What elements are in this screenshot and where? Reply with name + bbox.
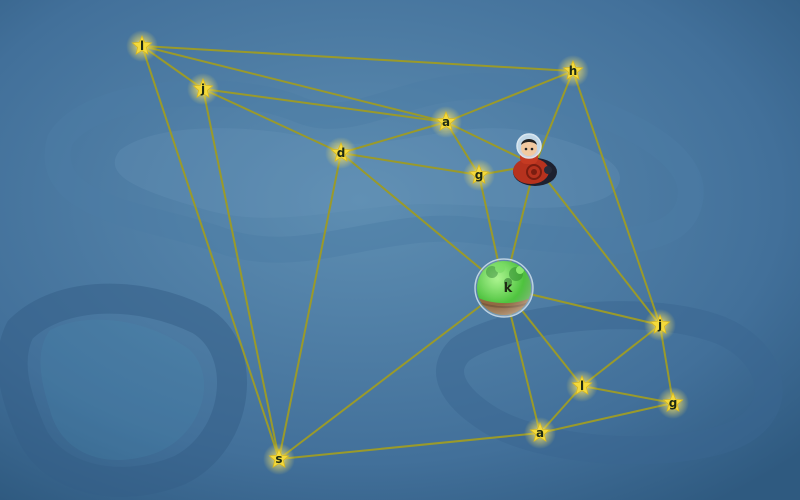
edge-n2-n5 bbox=[202, 88, 342, 154]
edge-k-n11 bbox=[278, 287, 505, 460]
star-node-l-1[interactable]: l bbox=[126, 30, 158, 62]
edge-n3-ship bbox=[534, 70, 574, 166]
star-node-j-7[interactable]: j bbox=[644, 309, 676, 341]
edge-n5-n6 bbox=[340, 152, 480, 176]
star-node-d-5[interactable]: d bbox=[325, 137, 357, 169]
star-icon bbox=[571, 374, 593, 395]
star-node-l-8[interactable]: l bbox=[566, 370, 598, 402]
astronaut-ladybug-icon[interactable] bbox=[513, 133, 557, 186]
edge-ship-n7 bbox=[534, 164, 661, 326]
star-icon bbox=[192, 77, 214, 98]
star-icon bbox=[649, 313, 671, 334]
planet-k[interactable]: k bbox=[474, 258, 534, 318]
edge-n3-n7 bbox=[572, 70, 661, 326]
star-icon bbox=[468, 163, 490, 184]
star-node-h-3[interactable]: h bbox=[557, 55, 589, 87]
edge-n1-n11 bbox=[141, 45, 280, 460]
star-icon bbox=[268, 447, 290, 468]
star-label: h bbox=[569, 64, 578, 78]
star-label: j bbox=[657, 318, 662, 332]
star-icon bbox=[131, 34, 153, 55]
star-label: g bbox=[669, 396, 678, 410]
planet-label: k bbox=[504, 281, 513, 296]
star-label: l bbox=[580, 379, 584, 393]
edge-n3-n4 bbox=[445, 70, 574, 123]
star-icon bbox=[662, 391, 684, 412]
star-icon bbox=[529, 421, 551, 442]
star-node-g-6[interactable]: g bbox=[463, 159, 495, 191]
star-label: l bbox=[140, 39, 144, 53]
star-label: a bbox=[442, 115, 450, 129]
nebula-shapes bbox=[0, 73, 783, 497]
edge-n9-n10 bbox=[539, 402, 674, 434]
edge-n1-n4 bbox=[141, 45, 447, 123]
star-node-a-10[interactable]: a bbox=[524, 417, 556, 449]
edge-n5-k bbox=[340, 152, 505, 289]
edge-n2-n4 bbox=[202, 88, 447, 123]
edge-n10-n11 bbox=[278, 432, 541, 460]
edge-n4-n5 bbox=[340, 121, 447, 154]
glass-bubble bbox=[474, 258, 534, 318]
star-icon bbox=[435, 110, 457, 131]
star-label: d bbox=[337, 146, 346, 160]
star-label: a bbox=[536, 426, 544, 440]
node-layer: l j h a d g j l g a s bbox=[126, 30, 689, 475]
star-label: j bbox=[200, 82, 205, 96]
edge-n1-n3 bbox=[141, 45, 574, 72]
edge-n7-n8 bbox=[581, 324, 661, 387]
star-icon bbox=[330, 141, 352, 162]
star-node-g-9[interactable]: g bbox=[657, 387, 689, 419]
star-icon bbox=[562, 59, 584, 80]
star-node-a-4[interactable]: a bbox=[430, 106, 462, 138]
edge-n2-n11 bbox=[202, 88, 280, 460]
star-node-j-2[interactable]: j bbox=[187, 73, 219, 105]
edge-n5-n11 bbox=[278, 152, 342, 460]
star-label: g bbox=[475, 168, 484, 182]
star-label: s bbox=[275, 452, 282, 466]
star-node-s-11[interactable]: s bbox=[263, 443, 295, 475]
